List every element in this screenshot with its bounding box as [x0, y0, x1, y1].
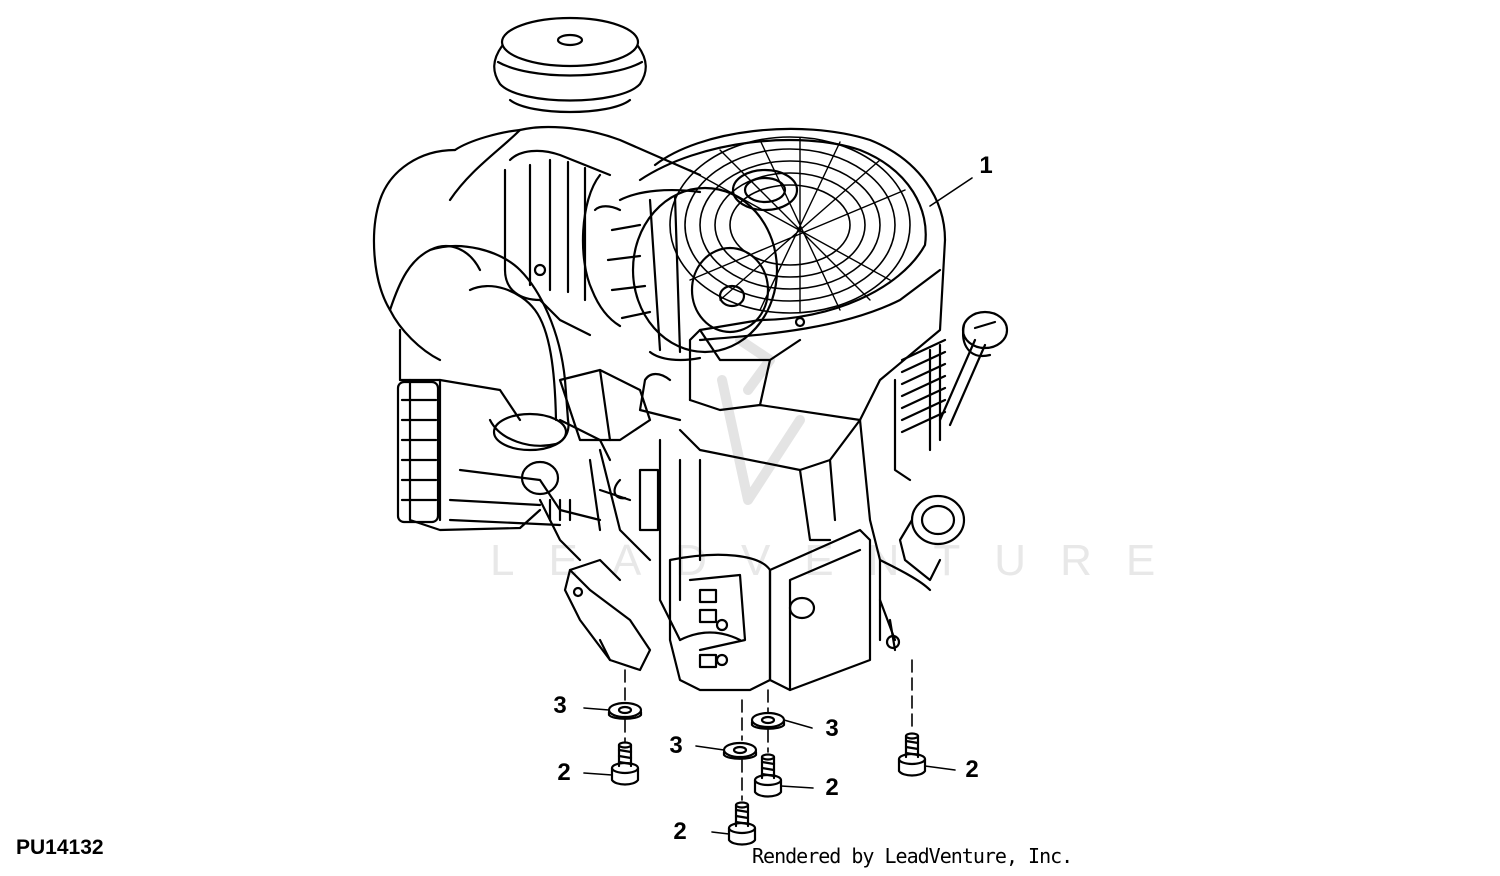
- oil-filter: [878, 494, 966, 652]
- bolt-d: [897, 732, 927, 777]
- callout-bolt-a: 2: [557, 759, 571, 786]
- bolt-c: [753, 753, 783, 798]
- ignition-module: [668, 553, 772, 692]
- callout-washer-b: 3: [669, 732, 683, 759]
- figure-id: PU14132: [16, 836, 104, 859]
- carburetor: [538, 368, 660, 672]
- callout-bolt-d: 2: [965, 756, 979, 783]
- assembly-lines: [624, 659, 913, 801]
- air-cleaner-cap: [493, 16, 647, 114]
- flywheel-screen: [638, 127, 947, 328]
- front-bracket: [768, 528, 872, 692]
- washer-b: [722, 741, 758, 760]
- watermark-logo: [717, 335, 805, 505]
- callout-bolt-c: 2: [825, 774, 839, 801]
- render-credit: Rendered by LeadVenture, Inc.: [752, 844, 1073, 868]
- callout-washer-a: 3: [553, 692, 567, 719]
- callout-washer-c: 3: [825, 715, 839, 742]
- washer-c: [750, 711, 786, 730]
- intake-elbow: [372, 128, 570, 496]
- left-cylinder: [396, 328, 602, 532]
- engine-shroud: [638, 238, 947, 642]
- leader-lines: [583, 177, 973, 835]
- air-filter-housing: [448, 125, 779, 362]
- washer-a: [607, 701, 643, 720]
- engine: [372, 16, 1009, 692]
- bolt-a: [610, 741, 640, 786]
- callout-bolt-b: 2: [673, 818, 687, 845]
- dipstick: [893, 310, 1009, 482]
- callout-engine: 1: [979, 152, 993, 179]
- bolt-b: [727, 801, 757, 846]
